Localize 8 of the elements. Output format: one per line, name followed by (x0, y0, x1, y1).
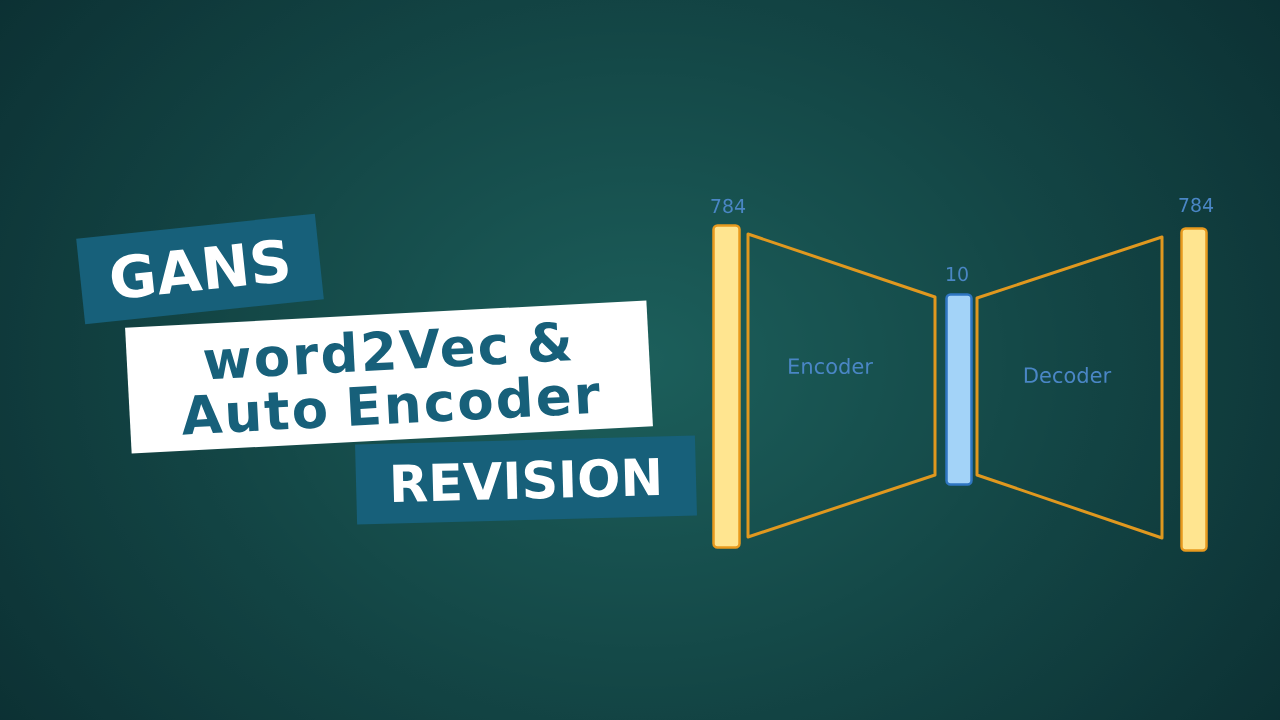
title-banner: word2Vec & Auto Encoder (125, 300, 653, 454)
decoder-trapezoid: Decoder (975, 235, 1164, 540)
encoder-trapezoid: Encoder (746, 232, 937, 539)
title-banner: REVISION (355, 435, 697, 525)
title-banner: GANS (76, 213, 324, 325)
layer-size-label: 784 (1179, 197, 1214, 213)
layer-size-label: 10 (947, 266, 968, 282)
layer-size-label: 784 (711, 198, 746, 214)
